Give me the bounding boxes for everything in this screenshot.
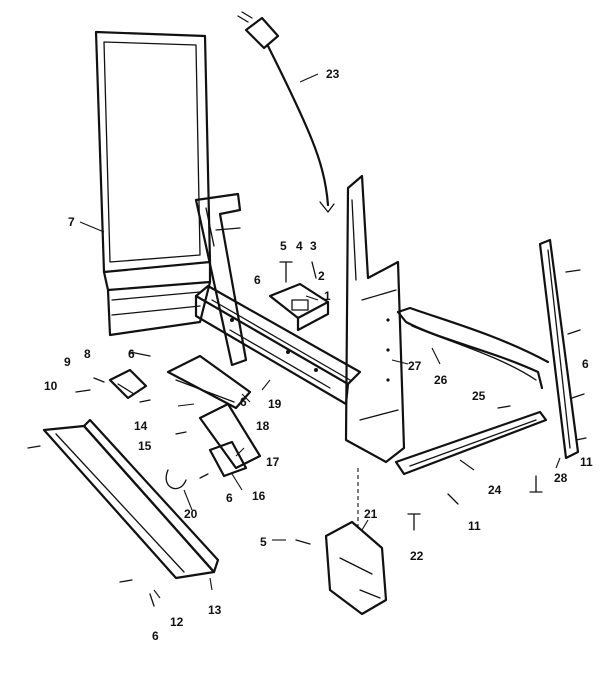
callout-7: 7 <box>68 215 75 229</box>
callout-24: 24 <box>488 483 502 497</box>
part-terminal-block <box>108 368 148 400</box>
callout-23: 23 <box>326 67 340 81</box>
part-clip <box>208 440 248 478</box>
screws <box>27 261 587 607</box>
callout-6: 6 <box>582 357 589 371</box>
callout-28: 28 <box>554 471 568 485</box>
callout-5: 5 <box>260 535 267 549</box>
callout-4: 4 <box>296 239 303 253</box>
callout-13: 13 <box>208 603 222 617</box>
callout-16: 16 <box>252 489 266 503</box>
callout-labels: 23 5 4 3 6 2 1 7 27 26 6 9 8 10 6 14 6 1… <box>44 67 593 643</box>
part-switch-bracket <box>268 282 330 332</box>
callout-12: 12 <box>170 615 184 629</box>
callout-9: 9 <box>64 355 71 369</box>
callout-11: 11 <box>580 455 593 469</box>
part-plate <box>198 402 262 470</box>
callout-14: 14 <box>134 419 148 433</box>
callout-5: 5 <box>280 239 287 253</box>
leader-lines <box>79 73 561 599</box>
callout-19: 19 <box>268 397 282 411</box>
callout-2: 2 <box>318 269 325 283</box>
part-mounting-bracket <box>166 354 252 410</box>
part-base-rail <box>394 410 548 476</box>
callout-6: 6 <box>128 347 135 361</box>
part-side-rail <box>538 238 580 460</box>
part-right-frame-bracket <box>344 174 406 464</box>
callout-6: 6 <box>254 273 261 287</box>
callout-6: 6 <box>240 395 247 409</box>
callout-27: 27 <box>408 359 422 373</box>
callout-6: 6 <box>152 629 159 643</box>
callout-25: 25 <box>472 389 486 403</box>
callout-22: 22 <box>410 549 424 563</box>
part-kick-plate <box>42 418 220 580</box>
callout-3: 3 <box>310 239 317 253</box>
callout-15: 15 <box>138 439 152 453</box>
callout-18: 18 <box>256 419 270 433</box>
callout-17: 17 <box>266 455 280 469</box>
callout-26: 26 <box>434 373 448 387</box>
part-power-cord <box>237 11 335 213</box>
part-left-frame-bracket <box>194 192 248 367</box>
callout-6: 6 <box>226 491 233 505</box>
callout-10: 10 <box>44 379 58 393</box>
callout-8: 8 <box>84 347 91 361</box>
part-valve <box>324 468 388 616</box>
callout-11: 11 <box>468 519 481 533</box>
part-wire-loop <box>165 469 187 490</box>
callout-20: 20 <box>184 507 198 521</box>
part-main-cross-rail <box>194 284 362 406</box>
part-panel <box>94 30 212 337</box>
part-tub-support <box>396 306 550 390</box>
callout-21: 21 <box>364 507 378 521</box>
callout-1: 1 <box>324 289 331 303</box>
